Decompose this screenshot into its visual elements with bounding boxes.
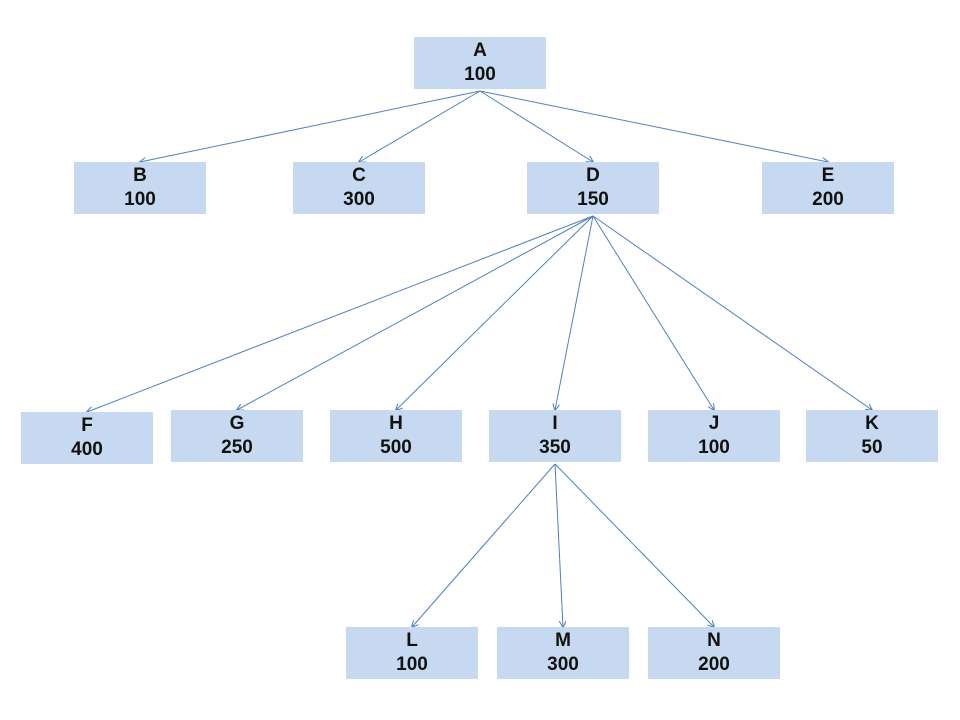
node-c-label: C: [352, 165, 366, 186]
edge-a-b: [140, 90, 481, 162]
edge-i-m: [554, 463, 563, 627]
edge-i-l: [412, 463, 556, 627]
node-k-label: K: [865, 413, 879, 434]
edge-d-f: [87, 215, 594, 412]
edge-d-g: [237, 215, 594, 410]
node-g-label: G: [229, 413, 245, 434]
node-k: K 50: [806, 410, 938, 462]
node-a-label: A: [473, 40, 487, 61]
node-l-value: 100: [396, 654, 428, 675]
node-c-value: 300: [343, 189, 375, 210]
node-d-value: 150: [577, 189, 609, 210]
node-g-value: 250: [221, 437, 253, 458]
node-i-value: 350: [539, 437, 571, 458]
edge-d-k: [592, 215, 872, 410]
node-d-label: D: [586, 165, 600, 186]
node-d: D 150: [527, 162, 659, 214]
node-f: F 400: [21, 412, 153, 464]
edge-i-n: [554, 463, 714, 627]
node-e-label: E: [821, 165, 835, 186]
edge-a-c: [359, 90, 481, 162]
edge-d-h: [396, 215, 594, 410]
node-m-value: 300: [547, 654, 579, 675]
node-m-label: M: [555, 630, 571, 651]
node-c: C 300: [293, 162, 425, 214]
edge-d-j: [592, 215, 714, 410]
edge-a-e: [479, 90, 828, 162]
node-k-value: 50: [861, 437, 883, 458]
node-f-label: F: [81, 415, 93, 436]
node-i-label: I: [552, 413, 558, 434]
node-a: A 100: [414, 37, 546, 89]
node-b: B 100: [74, 162, 206, 214]
node-j: J 100: [648, 410, 780, 462]
node-j-value: 100: [698, 437, 730, 458]
node-h: H 500: [330, 410, 462, 462]
node-a-value: 100: [464, 64, 496, 85]
node-b-label: B: [133, 165, 147, 186]
node-h-value: 500: [380, 437, 412, 458]
edge-d-i: [555, 215, 594, 410]
node-j-label: J: [708, 413, 720, 434]
node-g: G 250: [171, 410, 303, 462]
node-i: I 350: [489, 410, 621, 462]
node-e-value: 200: [812, 189, 844, 210]
node-n-value: 200: [698, 654, 730, 675]
node-l-label: L: [406, 630, 418, 651]
node-n: N 200: [648, 627, 780, 679]
node-m: M 300: [497, 627, 629, 679]
node-b-value: 100: [124, 189, 156, 210]
node-f-value: 400: [71, 439, 103, 460]
node-h-label: H: [389, 413, 403, 434]
node-l: L 100: [346, 627, 478, 679]
node-e: E 200: [762, 162, 894, 214]
edge-a-d: [479, 90, 593, 162]
node-n-label: N: [707, 630, 721, 651]
